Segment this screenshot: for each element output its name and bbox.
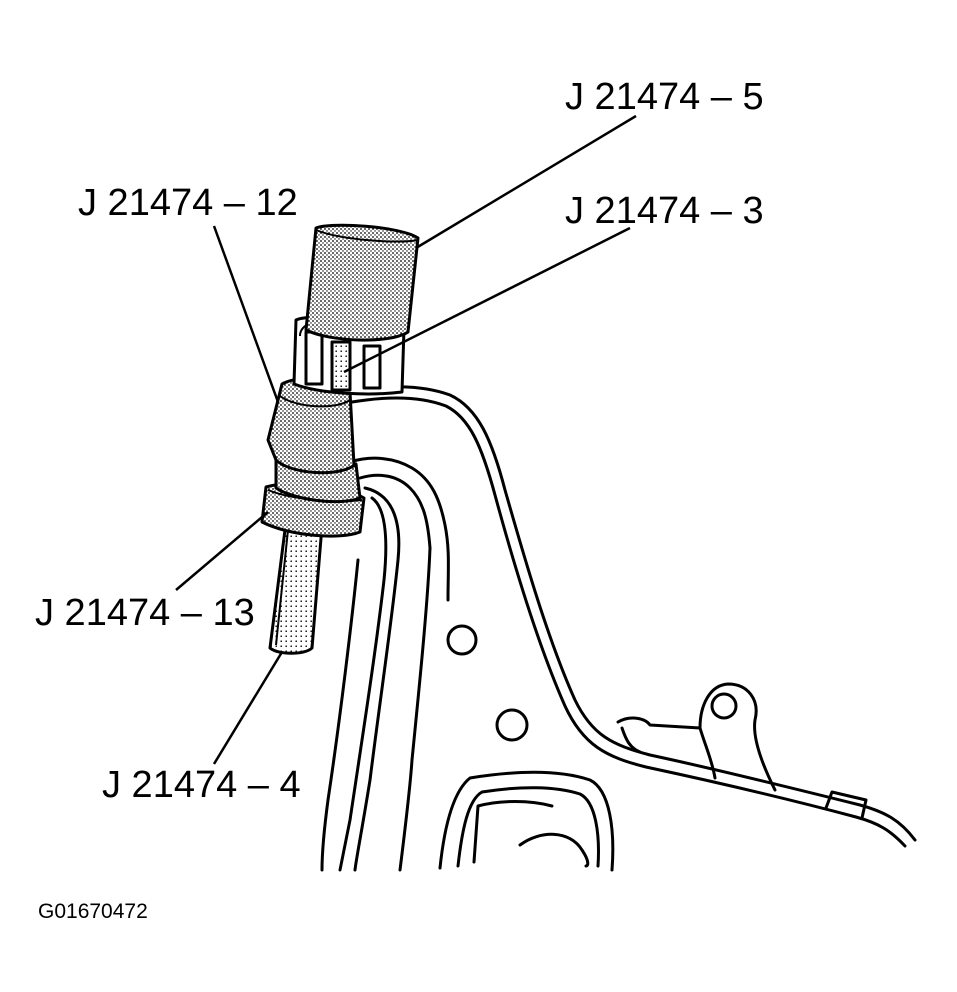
callout-j21474-4: J 21474 – 4 bbox=[102, 764, 301, 806]
leader-lines bbox=[175, 114, 637, 765]
cap-j21474-5 bbox=[304, 223, 420, 342]
bolt-j21474-4 bbox=[268, 520, 324, 655]
housing-bracket bbox=[320, 385, 917, 872]
callout-j21474-3: J 21474 – 3 bbox=[565, 190, 764, 232]
figure-id: G01670472 bbox=[38, 900, 148, 923]
callout-j21474-12: J 21474 – 12 bbox=[78, 182, 298, 224]
leader-j21474-4 bbox=[212, 651, 284, 765]
callout-j21474-13: J 21474 – 13 bbox=[35, 592, 255, 634]
callout-j21474-5: J 21474 – 5 bbox=[565, 76, 764, 118]
leader-j21474-5 bbox=[415, 114, 637, 250]
leader-j21474-13 bbox=[175, 511, 269, 591]
leader-j21474-12 bbox=[212, 225, 280, 403]
leader-j21474-3 bbox=[343, 226, 631, 374]
